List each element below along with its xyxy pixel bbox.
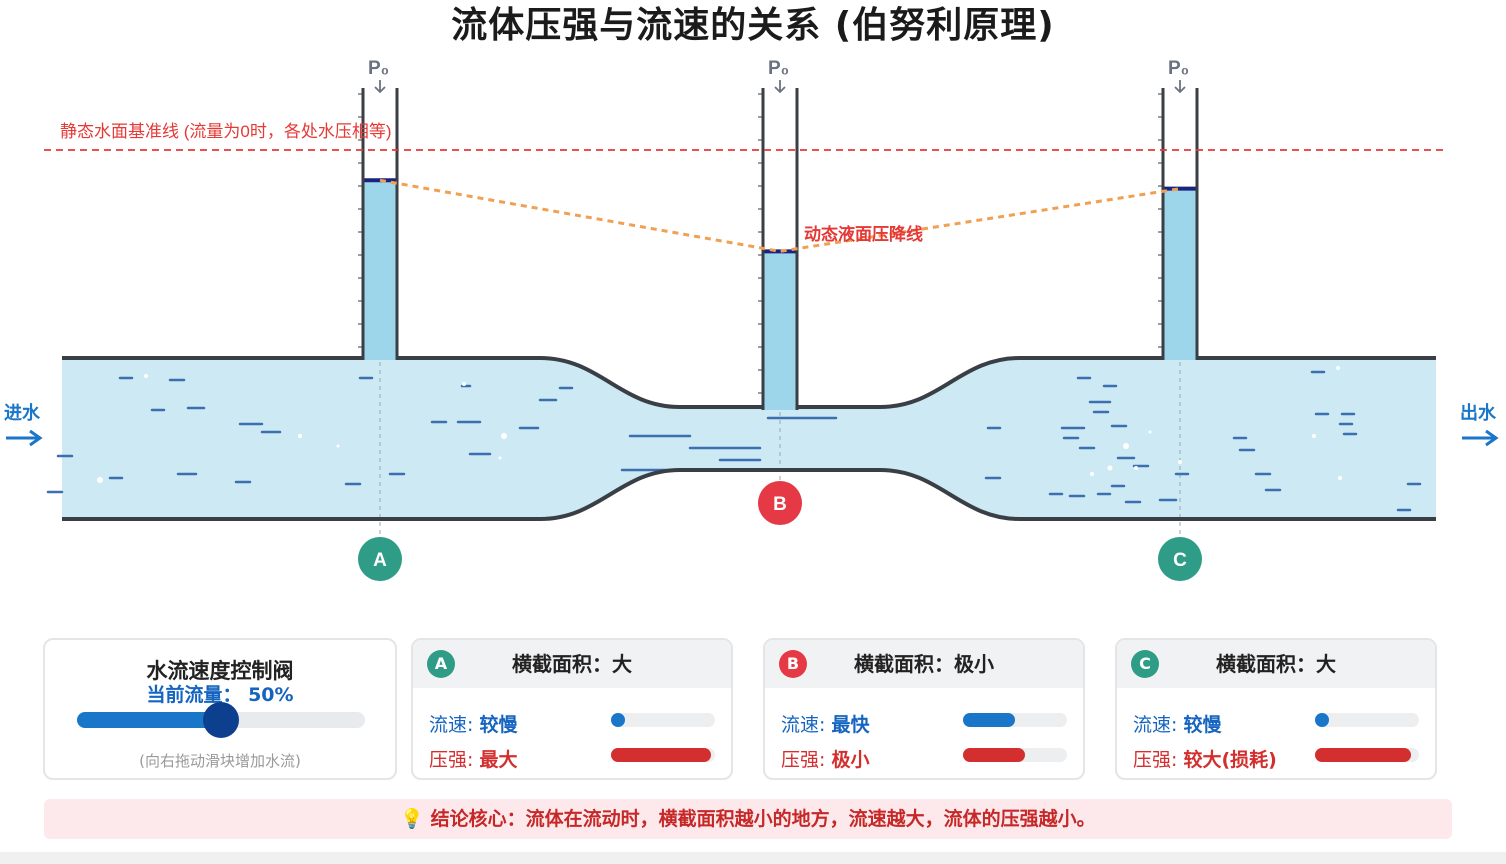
bubble [298, 434, 302, 438]
bubble [1312, 434, 1316, 438]
bubble [1148, 430, 1152, 434]
speed-bar [611, 713, 715, 727]
badge-b: B [779, 650, 807, 678]
flow-control-panel: 水流速度控制阀 当前流量： 50% (向右拖动滑块增加水流) [43, 638, 397, 780]
outlet-arrow-icon [1462, 429, 1499, 447]
bubble [501, 433, 507, 439]
card-head-text: 横截面积：极小 [854, 652, 994, 676]
lightbulb-icon: 💡 [400, 808, 425, 830]
pressure-bar [1315, 748, 1419, 762]
arrow-down-icon [374, 80, 386, 94]
arrow-down-icon [1174, 80, 1186, 94]
conclusion-banner: 💡 结论核心：流体在流动时，横截面积越小的地方，流速越大，流体的压强越小。 [44, 799, 1452, 839]
inlet-arrow-icon [6, 429, 43, 447]
badge-c: C [1131, 650, 1159, 678]
info-card-c: C 横截面积：大 流速: 较慢 压强: 较大(损耗) [1115, 638, 1437, 780]
svg-text:C: C [1173, 550, 1187, 571]
tube-a-water [364, 180, 396, 360]
flow-slider-fill [77, 712, 221, 728]
info-card-b: B 横截面积：极小 流速: 最快 压强: 极小 [763, 638, 1085, 780]
bubble [1134, 466, 1138, 470]
bubble [1090, 472, 1094, 476]
bubble [144, 374, 148, 378]
p0-b: P₀ [768, 58, 789, 94]
speed-row: 流速: 较慢 [1133, 714, 1222, 736]
bubble [1338, 476, 1342, 480]
marker-b: B [758, 481, 802, 525]
pressure-bar [963, 748, 1067, 762]
bubble [1336, 366, 1340, 370]
flow-readout: 当前流量： 50% [146, 684, 294, 706]
flow-slider[interactable] [77, 702, 365, 738]
bubble [97, 477, 103, 483]
dynamic-line [379, 178, 1181, 253]
outlet-label: 出水 [1460, 402, 1497, 423]
tube-b-water [764, 251, 796, 410]
pressure-bar [611, 748, 715, 762]
card-head-text: 横截面积：大 [512, 652, 632, 676]
svg-text:P₀: P₀ [768, 58, 789, 79]
card-head: C 横截面积：大 [1117, 640, 1435, 688]
speed-row: 流速: 最快 [781, 714, 870, 736]
p0-c: P₀ [1168, 58, 1189, 94]
info-card-a: A 横截面积：大 流速: 较慢 压强: 最大 [411, 638, 733, 780]
p0-a: P₀ [368, 58, 389, 94]
bubble [336, 444, 340, 448]
speed-bar [1315, 713, 1419, 727]
page-title: 流体压强与流速的关系 (伯努利原理) [451, 5, 1055, 46]
marker-c: C [1158, 537, 1202, 581]
svg-text:P₀: P₀ [1168, 58, 1189, 79]
svg-text:P₀: P₀ [368, 58, 389, 79]
flow-bubbles [97, 366, 1342, 483]
tube-ticks [358, 93, 1163, 394]
pressure-row: 压强: 较大(损耗) [1133, 749, 1277, 771]
inlet-label: 进水 [4, 402, 41, 423]
speed-row: 流速: 较慢 [429, 714, 518, 736]
control-title: 水流速度控制阀 [146, 659, 294, 683]
pipe-top-wall [62, 356, 1436, 409]
card-head-text: 横截面积：大 [1216, 652, 1336, 676]
speed-bar [963, 713, 1067, 727]
bubble [1178, 460, 1182, 464]
bubble [498, 456, 502, 460]
pressure-row: 压强: 极小 [781, 749, 870, 771]
dynamic-line-label: 动态液面压降线 [804, 224, 923, 244]
bottom-scrollbar[interactable] [0, 852, 1506, 864]
bubble [1123, 443, 1129, 449]
conclusion-text: 结论核心：流体在流动时，横截面积越小的地方，流速越大，流体的压强越小。 [430, 808, 1096, 830]
svg-text:B: B [773, 494, 787, 515]
bubble [1107, 465, 1113, 471]
flow-value: 50% [248, 684, 294, 706]
flow-slider-thumb[interactable] [203, 702, 239, 738]
flow-streaks [46, 370, 1422, 512]
pressure-row: 压强: 最大 [429, 749, 518, 771]
card-head: B 横截面积：极小 [765, 640, 1083, 688]
pipe-bottom-wall [62, 468, 1436, 521]
venturi-diagram: 静态水面基准线 (流量为0时，各处水压相等) 动态液面压降线 P₀ P₀ P₀ … [4, 58, 1499, 581]
static-line-label: 静态水面基准线 (流量为0时，各处水压相等) [60, 122, 392, 141]
slider-hint: (向右拖动滑块增加水流) [139, 752, 301, 770]
tube-c-water [1164, 188, 1196, 360]
badge-a: A [427, 650, 455, 678]
bubble [462, 382, 466, 386]
marker-a: A [358, 537, 402, 581]
arrow-down-icon [774, 80, 786, 94]
svg-text:A: A [373, 550, 387, 571]
pipe-water [62, 358, 1436, 519]
card-head: A 横截面积：大 [413, 640, 731, 688]
